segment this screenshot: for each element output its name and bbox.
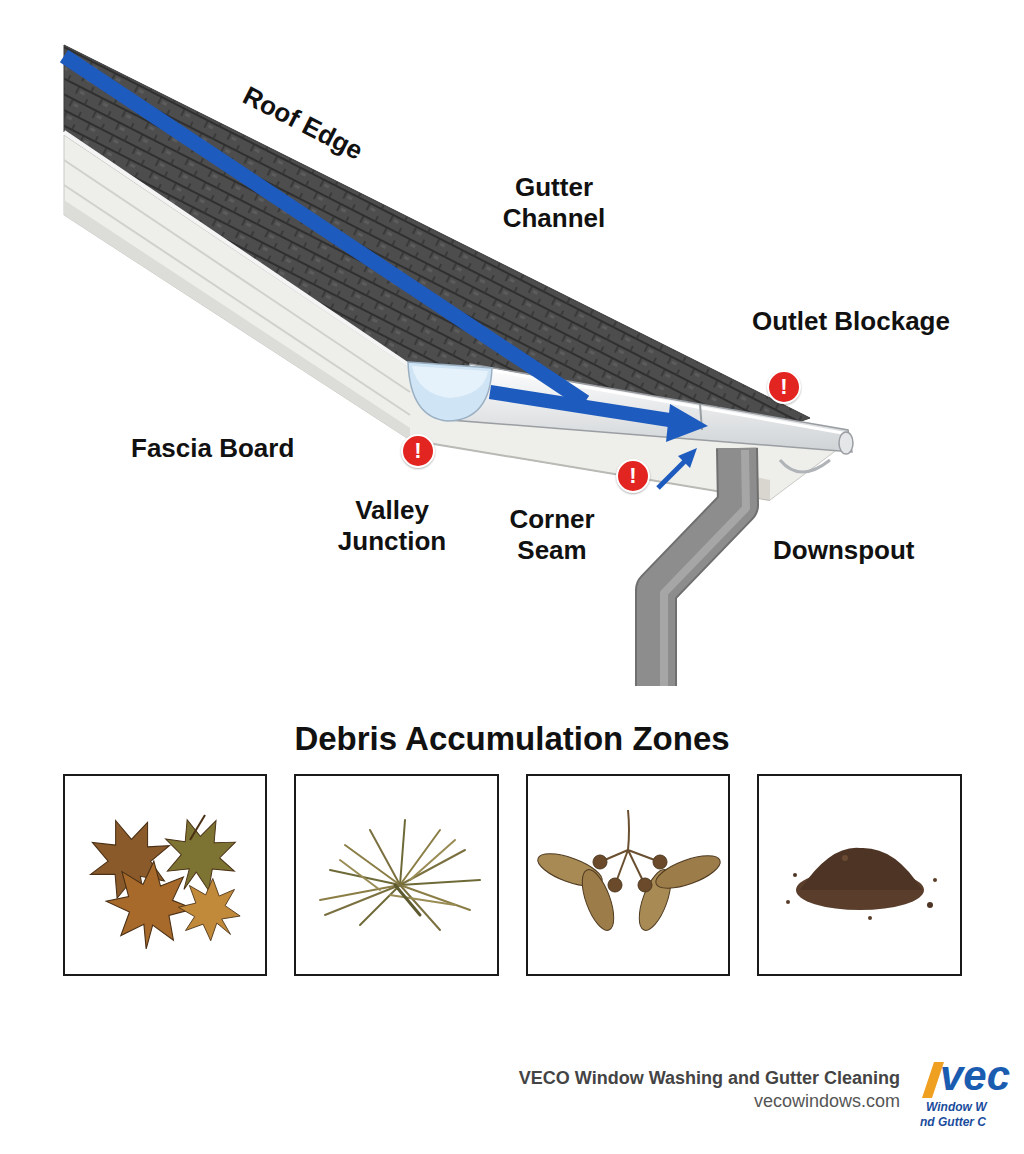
part-label: Gutter Channel — [484, 172, 624, 234]
water-flow-arrow — [658, 460, 686, 488]
pine-needles-picture — [325, 885, 400, 915]
debris-panel — [758, 775, 961, 975]
fascia-siding — [410, 440, 770, 500]
pine-needles-picture — [360, 885, 400, 925]
part-label: Valley Junction — [327, 495, 457, 557]
water-flow-arrow — [490, 392, 682, 422]
downspout-pipe — [664, 450, 746, 686]
maple-seeds-picture — [608, 878, 622, 892]
roof-shingles — [64, 45, 810, 432]
warning-marker: ! — [767, 370, 801, 404]
water-flow-arrow — [666, 404, 708, 442]
debris-panel — [64, 775, 266, 975]
maple-seeds-picture — [600, 810, 660, 885]
maple-seeds-picture — [652, 849, 724, 895]
water-flow-arrow — [678, 448, 697, 468]
pine-needles-picture — [400, 880, 480, 885]
pine-needles-picture — [395, 885, 420, 915]
maple-seeds-picture — [593, 855, 607, 869]
debris-panel — [295, 775, 498, 975]
logo-text: nd Gutter C — [920, 1116, 986, 1130]
dirt-picture — [786, 900, 790, 904]
part-label: Downspout — [773, 535, 915, 566]
part-label: Outlet Blockage — [752, 306, 950, 337]
downspout-pipe — [656, 448, 746, 686]
maple-seeds-picture — [576, 866, 620, 934]
pine-needles-picture — [400, 885, 440, 930]
pine-needles-picture — [390, 895, 455, 905]
marker-symbol: ! — [629, 465, 636, 487]
pine-needles-picture — [400, 820, 405, 885]
footer-website: vecowindows.com — [754, 1091, 900, 1112]
warning-marker: ! — [616, 459, 650, 493]
gutter-trough — [780, 460, 830, 472]
dirt-picture — [786, 848, 937, 920]
pine-needles-picture — [345, 845, 400, 885]
pine-needles-picture — [410, 840, 455, 880]
leaves-picture — [165, 865, 255, 955]
maple-seeds-picture — [638, 878, 652, 892]
part-label: Corner Seam — [497, 504, 607, 566]
pine-needles-picture — [370, 830, 400, 885]
dirt-picture — [927, 902, 933, 908]
marker-symbol: ! — [414, 440, 421, 462]
maple-seeds-picture — [534, 810, 724, 934]
section-heading: Debris Accumulation Zones — [294, 720, 729, 758]
dirt-picture — [868, 916, 872, 920]
dirt-picture — [933, 878, 937, 882]
gutter-trough — [450, 364, 852, 452]
warning-marker: ! — [401, 434, 435, 468]
maple-seeds-picture — [653, 855, 667, 869]
debris-panel — [64, 775, 961, 975]
gutter-trough — [408, 362, 853, 472]
gutter-trough — [408, 362, 492, 421]
dirt-picture — [793, 873, 797, 877]
dirt-picture — [842, 855, 848, 861]
leaves-picture — [76, 805, 255, 956]
footer-company: VECO Window Washing and Gutter Cleaning — [519, 1068, 900, 1089]
marker-symbol: ! — [780, 376, 787, 398]
downspout-pipe — [656, 448, 738, 686]
logo-text: vec — [940, 1052, 1010, 1100]
gutter-trough — [412, 366, 488, 398]
logo-text: Window W — [926, 1101, 987, 1115]
leaves-picture — [102, 857, 197, 952]
dirt-picture — [800, 848, 922, 890]
pine-needles-picture — [340, 860, 380, 890]
downspout-pipe — [656, 448, 738, 686]
roof-shingles — [64, 45, 810, 432]
gutter-trough — [839, 432, 853, 454]
leaves-picture — [190, 815, 205, 840]
water-flow-arrow — [64, 56, 708, 488]
debris-panel — [527, 775, 729, 975]
part-label: Fascia Board — [131, 433, 294, 464]
pine-needles-picture — [320, 820, 480, 930]
